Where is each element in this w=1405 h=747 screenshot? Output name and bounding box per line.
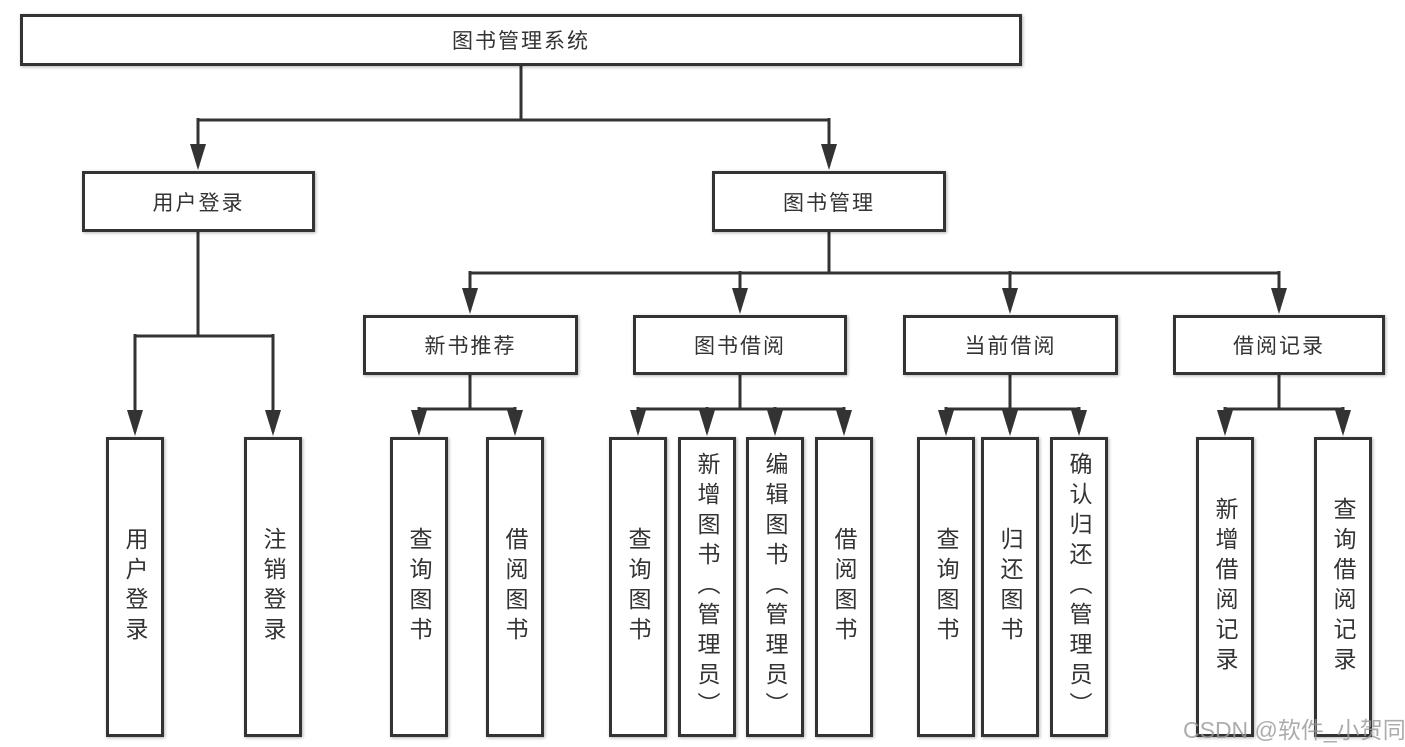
- arrowheads: [127, 144, 1351, 436]
- connector-root-split: [196, 66, 831, 166]
- connector-user-login-split: [133, 232, 275, 432]
- leaf-cb-return-books: 归还图书: [981, 437, 1039, 737]
- csdn-watermark: CSDN @软件_小贺同学: [1183, 717, 1405, 743]
- leaf-br-add-record: 新增借阅记录: [1196, 437, 1254, 737]
- node-borrowing-records: 借阅记录: [1173, 315, 1385, 375]
- leaf-bb-query-books: 查询图书: [609, 437, 667, 737]
- leaf-bb-edit-books-admin: 编辑图书（管理员）: [746, 437, 804, 737]
- connector-book-mgmt-split: [468, 232, 1281, 310]
- node-book-borrowing: 图书借阅: [633, 315, 847, 375]
- node-library-management-system: 图书管理系统: [20, 14, 1022, 66]
- node-book-management: 图书管理: [712, 171, 946, 232]
- leaf-nbr-query-books: 查询图书: [390, 437, 448, 737]
- leaf-user-login: 用户登录: [106, 437, 164, 737]
- node-current-borrowing: 当前借阅: [903, 315, 1118, 375]
- connector-book-borrow-split: [636, 375, 846, 432]
- node-user-login: 用户登录: [82, 171, 315, 232]
- connector-strokes: [133, 66, 1345, 432]
- connector-new-book-split: [417, 375, 517, 432]
- node-new-book-recommendation: 新书推荐: [363, 315, 578, 375]
- leaf-cb-query-books: 查询图书: [917, 437, 975, 737]
- leaf-cb-confirm-return-admin: 确认归还（管理员）: [1050, 437, 1108, 737]
- leaf-logout: 注销登录: [244, 437, 302, 737]
- leaf-br-query-record: 查询借阅记录: [1314, 437, 1372, 737]
- connector-borrow-record-split: [1223, 375, 1345, 432]
- leaf-bb-borrow-books: 借阅图书: [815, 437, 873, 737]
- leaf-nbr-borrow-books: 借阅图书: [486, 437, 544, 737]
- leaf-bb-add-books-admin: 新增图书（管理员）: [678, 437, 736, 737]
